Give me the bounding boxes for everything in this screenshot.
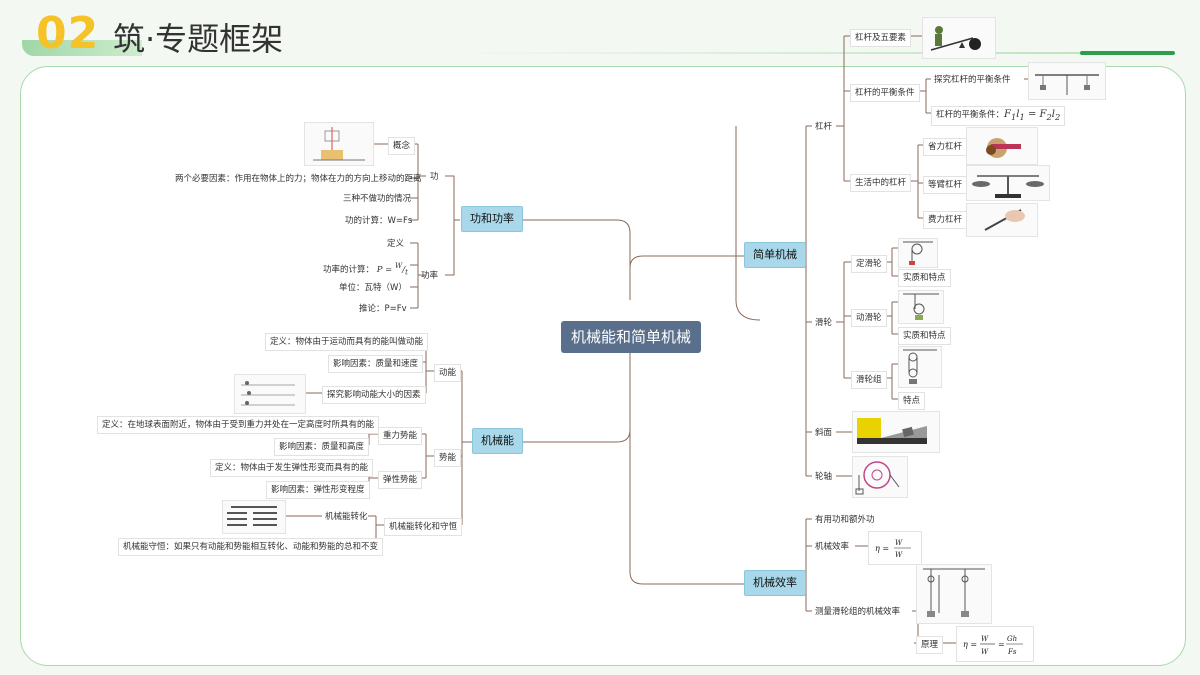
section-title: 筑·专题框架	[113, 20, 284, 58]
node-conversion[interactable]: 机械能转化	[325, 512, 368, 522]
node-fixed-pulley[interactable]: 定滑轮	[851, 255, 887, 273]
node-power-unit[interactable]: 单位：瓦特（W）	[339, 283, 407, 293]
incline-image	[852, 411, 940, 453]
node-lever-five[interactable]: 杠杆及五要素	[850, 29, 912, 47]
node-moving-pulley[interactable]: 动滑轮	[851, 309, 887, 327]
node-work[interactable]: 功	[430, 172, 439, 182]
node-work-calc[interactable]: 功的计算：W=Fs	[345, 216, 413, 226]
svg-text:W: W	[895, 539, 903, 547]
node-potential[interactable]: 势能	[434, 449, 462, 467]
svg-text:Fs: Fs	[1007, 648, 1017, 656]
fixed-pulley-image	[898, 238, 938, 268]
section-number: 02	[36, 8, 100, 59]
node-lever-condition[interactable]: 杠杆的平衡条件：F1l1 = F2l2	[931, 106, 1066, 126]
node-work-concept[interactable]: 概念	[388, 137, 416, 155]
cost-lever-image	[966, 203, 1038, 237]
node-lever-save[interactable]: 省力杠杆	[923, 138, 968, 156]
node-efficiency-def[interactable]: 机械效率	[815, 542, 850, 552]
node-incline[interactable]: 斜面	[815, 428, 833, 438]
node-power-derive[interactable]: 推论：P=Fv	[359, 304, 407, 314]
svg-text:=: =	[998, 640, 1005, 649]
svg-text:Gh: Gh	[1007, 635, 1017, 643]
save-lever-image	[966, 127, 1038, 165]
node-lever-life[interactable]: 生活中的杠杆	[850, 174, 912, 192]
node-elastic-factors[interactable]: 影响因素：弹性形变程度	[266, 481, 370, 499]
node-lever[interactable]: 杠杆	[815, 122, 833, 132]
power-calc-label: 功率的计算：	[323, 264, 375, 275]
node-conservation[interactable]: 机械能转化和守恒	[384, 518, 463, 536]
node-pulley-group[interactable]: 滑轮组	[851, 371, 887, 389]
equal-lever-image	[966, 165, 1050, 201]
node-principle[interactable]: 原理	[916, 636, 944, 654]
node-no-work[interactable]: 三种不做功的情况	[343, 194, 412, 204]
svg-text:η =: η =	[875, 544, 889, 553]
node-efficiency[interactable]: 机械效率	[744, 570, 806, 596]
node-simple-machines[interactable]: 简单机械	[744, 242, 806, 268]
lever-condition-formula: F1l1 = F2l2	[1004, 109, 1061, 122]
header-divider-accent	[1080, 51, 1175, 55]
svg-text:W: W	[981, 648, 989, 656]
node-lever-explore[interactable]: 探究杠杆的平衡条件	[934, 75, 1011, 85]
node-work-and-power[interactable]: 功和功率	[461, 206, 523, 232]
node-power-definition[interactable]: 定义	[387, 239, 405, 249]
node-gravity-definition[interactable]: 定义：在地球表面附近，物体由于受到重力并处在一定高度时所具有的能	[97, 416, 380, 434]
lever-condition-label: 杠杆的平衡条件：	[936, 110, 1005, 120]
moving-pulley-image	[898, 290, 944, 324]
measure-efficiency-image	[916, 564, 992, 624]
header-accent-bar	[22, 40, 142, 56]
node-useful-work[interactable]: 有用功和额外功	[815, 515, 875, 525]
node-lever-cost[interactable]: 费力杠杆	[923, 211, 968, 229]
node-gravity-factors[interactable]: 影响因素：质量和高度	[274, 438, 370, 456]
svg-text:W: W	[895, 551, 903, 559]
node-work-factors[interactable]: 两个必要因素：作用在物体上的力；物体在力的方向上移动的距离	[175, 174, 422, 184]
svg-text:η =: η =	[963, 640, 977, 649]
lever-balance-image	[1028, 62, 1106, 100]
node-pulley-group-feature[interactable]: 特点	[898, 392, 926, 410]
lever-five-image	[922, 17, 996, 59]
node-lever-equal[interactable]: 等臂杠杆	[923, 176, 968, 194]
node-pulley[interactable]: 滑轮	[815, 318, 833, 328]
node-lever-balance[interactable]: 杠杆的平衡条件	[850, 84, 920, 102]
root-node[interactable]: 机械能和简单机械	[561, 321, 702, 353]
node-kinetic-explore[interactable]: 探究影响动能大小的因素	[322, 386, 426, 404]
power-formula: P = W/t	[374, 261, 408, 277]
wheel-axle-image	[852, 456, 908, 498]
node-kinetic[interactable]: 动能	[434, 364, 462, 382]
node-measure-efficiency[interactable]: 测量滑轮组的机械效率	[815, 607, 901, 617]
node-kinetic-factors[interactable]: 影响因素：质量和速度	[328, 355, 424, 373]
node-conservation-law[interactable]: 机械能守恒：如果只有动能和势能相互转化、动能和势能的总和不变	[118, 538, 384, 556]
pulley-group-image	[898, 346, 942, 388]
svg-text:W: W	[981, 635, 989, 643]
node-moving-pulley-nature[interactable]: 实质和特点	[898, 327, 951, 345]
kinetic-experiment-image	[234, 374, 306, 414]
node-kinetic-definition[interactable]: 定义：物体由于运动而具有的能叫做动能	[265, 333, 429, 351]
node-mechanical-energy[interactable]: 机械能	[472, 428, 523, 454]
header-divider	[445, 52, 1085, 54]
node-elastic-potential[interactable]: 弹性势能	[378, 471, 423, 489]
node-wheel-axle[interactable]: 轮轴	[815, 472, 833, 482]
node-gravity-potential[interactable]: 重力势能	[378, 427, 423, 445]
node-power[interactable]: 功率	[421, 271, 439, 281]
node-power-calc[interactable]: 功率的计算： P = W/t	[320, 258, 411, 281]
conversion-diagram-image	[222, 500, 286, 534]
work-concept-image	[304, 122, 374, 166]
node-elastic-definition[interactable]: 定义：物体由于发生弹性形变而具有的能	[210, 459, 374, 477]
node-fixed-pulley-nature[interactable]: 实质和特点	[898, 269, 951, 287]
